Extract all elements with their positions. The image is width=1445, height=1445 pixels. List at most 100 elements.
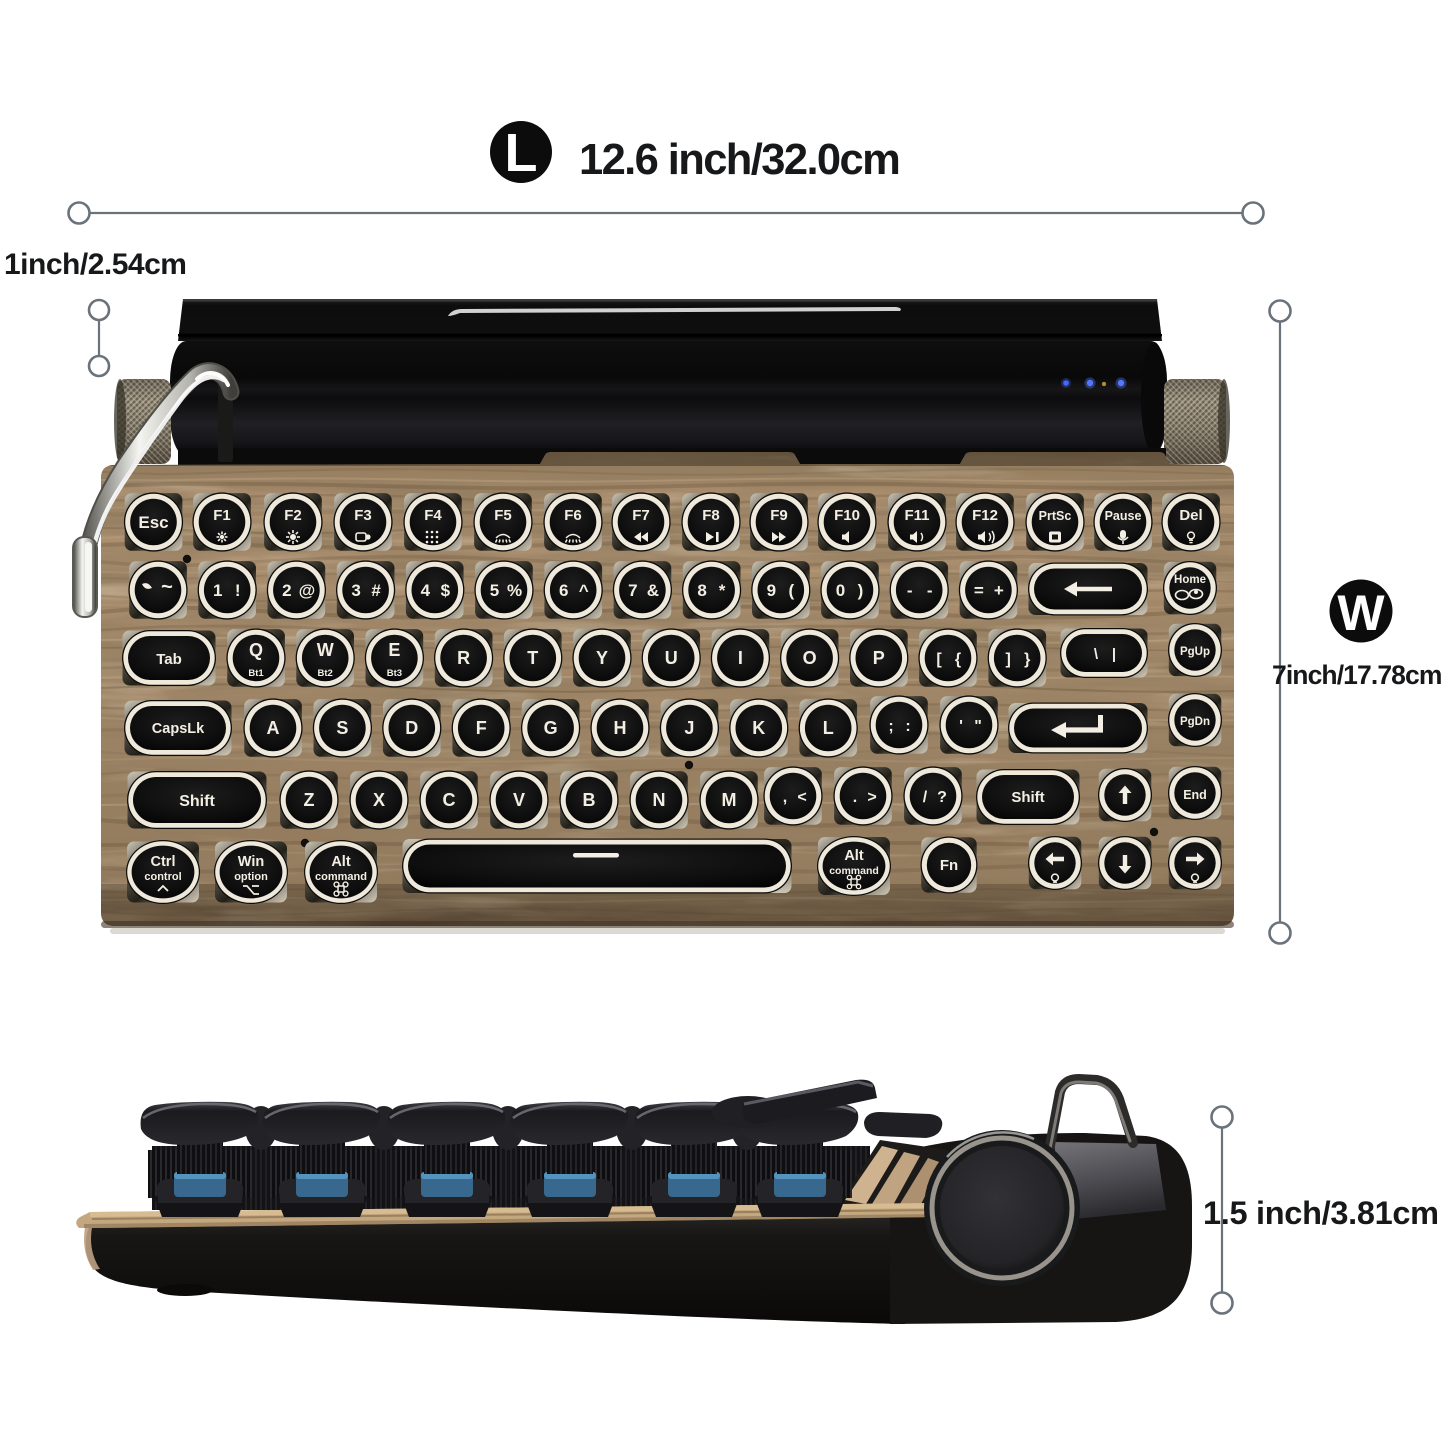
svg-text::: :	[905, 718, 910, 735]
svg-text:F7: F7	[632, 507, 650, 524]
svg-text:): )	[858, 581, 864, 600]
svg-text:A: A	[267, 718, 280, 738]
svg-text:F4: F4	[424, 507, 442, 524]
svg-text:Bt2: Bt2	[318, 668, 333, 679]
svg-text:I: I	[738, 648, 743, 668]
svg-text:\: \	[1094, 646, 1099, 663]
svg-text:control: control	[144, 871, 181, 883]
svg-text:M: M	[722, 790, 737, 810]
svg-text:O: O	[803, 648, 817, 668]
svg-text:/: /	[923, 789, 928, 806]
svg-text:F12: F12	[972, 507, 998, 524]
svg-text:+: +	[994, 581, 1004, 600]
svg-text:=: =	[974, 581, 984, 600]
svg-text:PgUp: PgUp	[1180, 646, 1210, 658]
svg-text:4: 4	[421, 581, 431, 600]
svg-text:B: B	[583, 790, 596, 810]
svg-text:F9: F9	[770, 507, 788, 524]
svg-text:.: .	[853, 789, 857, 806]
svg-text:9: 9	[767, 581, 776, 600]
svg-text:2: 2	[282, 581, 291, 600]
svg-text:^: ^	[579, 581, 589, 600]
svg-text:7inch/17.78cm: 7inch/17.78cm	[1272, 660, 1442, 690]
svg-text:Alt: Alt	[331, 854, 351, 870]
svg-text:[: [	[936, 651, 942, 668]
svg-text:*: *	[719, 581, 726, 600]
svg-text:K: K	[752, 718, 765, 738]
svg-text:@: @	[299, 581, 316, 600]
svg-text:Shift: Shift	[179, 793, 215, 810]
svg-text:Win: Win	[238, 854, 264, 870]
svg-text:5: 5	[490, 581, 499, 600]
svg-text:$: $	[441, 581, 451, 600]
svg-text:F3: F3	[354, 507, 372, 524]
svg-text:Esc: Esc	[138, 513, 168, 532]
svg-text:command: command	[829, 865, 879, 877]
svg-text:F10: F10	[834, 507, 860, 524]
svg-text:Alt: Alt	[844, 848, 864, 864]
svg-text:|: |	[1112, 646, 1116, 663]
svg-text:F8: F8	[702, 507, 720, 524]
svg-text:1: 1	[213, 581, 222, 600]
svg-text:L: L	[823, 718, 834, 738]
svg-text:6: 6	[559, 581, 568, 600]
svg-text:-: -	[907, 581, 913, 600]
svg-text:1inch/2.54cm: 1inch/2.54cm	[4, 248, 186, 281]
svg-text:G: G	[544, 718, 558, 738]
svg-text:Bt3: Bt3	[387, 668, 402, 679]
svg-text:W: W	[317, 640, 334, 660]
svg-text:F: F	[476, 718, 487, 738]
svg-text:T: T	[527, 648, 538, 668]
svg-text:PrtSc: PrtSc	[1039, 509, 1072, 523]
svg-text:Y: Y	[596, 648, 608, 668]
svg-text:Shift: Shift	[1011, 789, 1044, 806]
svg-text:J: J	[684, 718, 694, 738]
svg-text:-: -	[927, 581, 933, 600]
svg-text:": "	[974, 718, 982, 735]
svg-text:F5: F5	[494, 507, 512, 524]
svg-text:]: ]	[1006, 651, 1011, 668]
svg-text:8: 8	[697, 581, 706, 600]
svg-text:%: %	[507, 581, 522, 600]
svg-text:#: #	[371, 581, 381, 600]
svg-text:F1: F1	[213, 507, 231, 524]
svg-text:?: ?	[937, 789, 947, 806]
svg-text:X: X	[373, 790, 385, 810]
svg-text:Home: Home	[1174, 574, 1206, 586]
svg-text:P: P	[873, 648, 885, 668]
svg-text:3: 3	[351, 581, 360, 600]
svg-text:,: ,	[783, 789, 787, 806]
svg-text:PgDn: PgDn	[1180, 716, 1210, 728]
svg-text:Pause: Pause	[1105, 509, 1142, 523]
svg-text:V: V	[513, 790, 525, 810]
svg-text:CapsLk: CapsLk	[152, 721, 205, 737]
svg-text:}: }	[1024, 651, 1030, 668]
svg-text:1.5 inch/3.81cm: 1.5 inch/3.81cm	[1203, 1195, 1439, 1231]
svg-text:H: H	[614, 718, 627, 738]
svg-text:Q: Q	[249, 640, 263, 660]
svg-text:U: U	[665, 648, 678, 668]
svg-text:End: End	[1183, 788, 1207, 802]
svg-text:~: ~	[161, 576, 173, 598]
svg-text:0: 0	[836, 581, 845, 600]
svg-text:R: R	[457, 648, 470, 668]
svg-text:&: &	[647, 581, 659, 600]
svg-text:E: E	[388, 640, 400, 660]
svg-text:Z: Z	[304, 790, 315, 810]
svg-text:S: S	[336, 718, 348, 738]
svg-text:Del: Del	[1179, 507, 1202, 524]
svg-text:W: W	[1337, 585, 1385, 641]
svg-text:F2: F2	[284, 507, 302, 524]
svg-text:<: <	[797, 789, 806, 806]
svg-text:12.6 inch/32.0cm: 12.6 inch/32.0cm	[579, 136, 899, 184]
svg-text:7: 7	[628, 581, 637, 600]
svg-text:Tab: Tab	[156, 651, 182, 668]
svg-text:': '	[959, 718, 963, 735]
svg-text:(: (	[788, 581, 794, 600]
svg-text:;: ;	[888, 718, 893, 735]
svg-text:{: {	[955, 651, 961, 668]
svg-text:C: C	[443, 790, 456, 810]
svg-text:Bt1: Bt1	[248, 668, 264, 679]
svg-text:Ctrl: Ctrl	[151, 854, 176, 870]
svg-text:L: L	[505, 123, 538, 183]
